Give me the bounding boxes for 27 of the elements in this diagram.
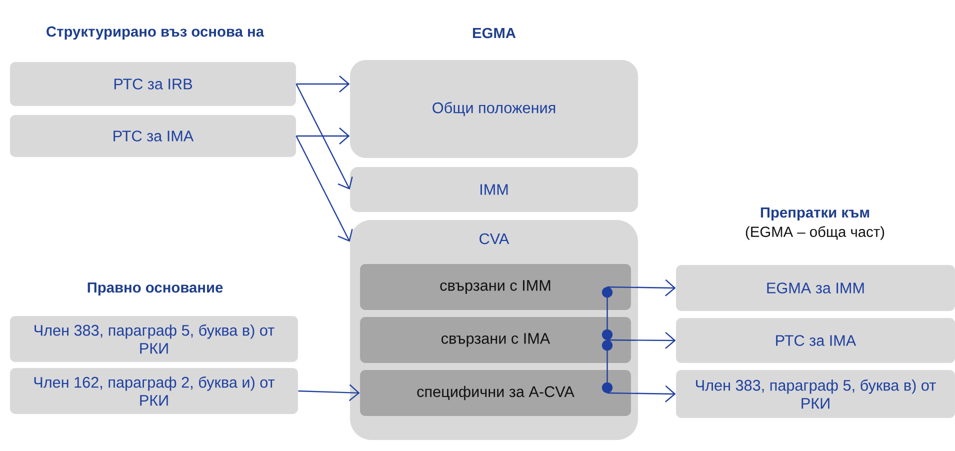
dotted-connector: [602, 340, 613, 393]
process-box: EGMA за IMM: [676, 265, 955, 311]
process-box: свързани с IMM: [360, 264, 631, 310]
arrow: [607, 279, 676, 296]
arrow: [298, 384, 360, 402]
arrow: [296, 84, 353, 190]
arrow: [296, 128, 350, 144]
dotted-connector: [602, 287, 613, 340]
arrow: [296, 136, 353, 242]
process-box: специфични за A-CVA: [360, 370, 631, 416]
process-box: РТС за IRB: [10, 62, 296, 106]
process-box: РТС за IMA: [10, 115, 296, 157]
process-box: IMM: [350, 166, 638, 212]
process-box: Член 383, параграф 5, буква в) от РКИ: [10, 316, 298, 362]
arrow: [607, 385, 676, 402]
process-box: Общи положения: [350, 60, 638, 158]
arrow: [296, 76, 350, 92]
process-box: Член 383, параграф 5, буква в) от РКИ: [676, 370, 955, 418]
arrow: [607, 332, 676, 349]
process-box: РТС за IMA: [676, 318, 955, 364]
heading: Структурирано въз основа на: [46, 26, 264, 40]
heading: EGMA: [473, 28, 516, 38]
process-box: Член 162, параграф 2, буква и) от РКИ: [10, 368, 298, 414]
process-box: свързани с IMA: [360, 317, 631, 363]
heading: (EGMA – обща част): [746, 226, 884, 240]
heading: Правно основание: [88, 282, 223, 296]
heading: Препратки към: [760, 207, 870, 221]
